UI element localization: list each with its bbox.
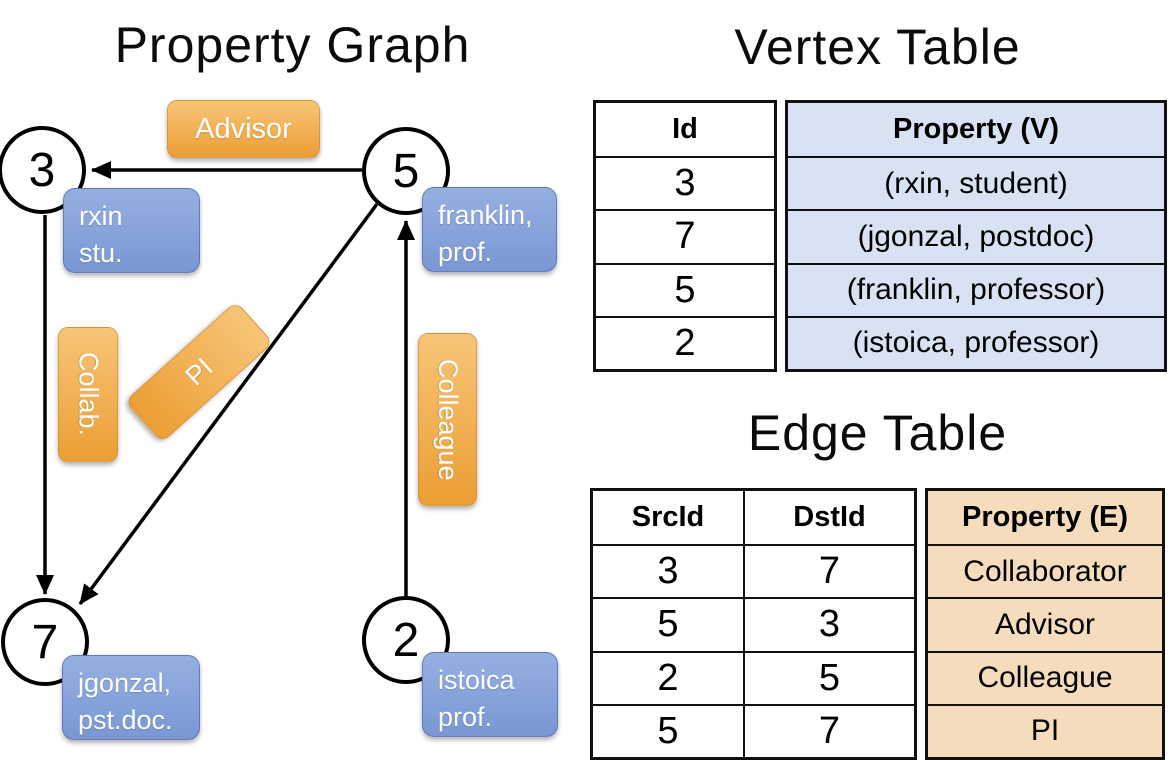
vertex-table-property-cell: (jgonzal, postdoc) [788, 209, 1164, 262]
edge-table-srcid-cell: 5 [593, 703, 743, 757]
edge-table-srcid-header: SrcId [631, 501, 705, 534]
vertex-table-id-cell: 2 [596, 315, 774, 369]
edge-table-property-cell: Colleague [928, 650, 1162, 704]
edge-table-srcid-cell: 2 [593, 650, 743, 704]
edge-table-dstid-cell: 3 [743, 597, 914, 651]
vertex-table-property-cell: (istoica, professor) [788, 315, 1164, 369]
edge-table-dstid-cell: 7 [743, 544, 914, 598]
property-graph-title: Property Graph [114, 17, 471, 73]
edge-label: Collab. [73, 352, 104, 437]
vertex-id-label: 3 [28, 143, 56, 197]
edge-label: PI [179, 351, 219, 392]
edge-label-box-collab: Collab. [58, 327, 118, 462]
edge-table-srcid-cell: 5 [593, 597, 743, 650]
vertex-table-property-cell: (franklin, professor) [788, 262, 1164, 316]
edge-label: Advisor [195, 112, 292, 145]
vertex-property-box-jgonzal: jgonzal, pst.doc. [62, 655, 200, 740]
edge-label-box-colleague: Colleague [418, 333, 477, 506]
edge-table-property-cell: Collaborator [928, 544, 1162, 597]
edge-table-title: Edge Table [747, 405, 1008, 461]
vertex-property-box-franklin: franklin, prof. [422, 187, 557, 272]
edge-table-property-column: Property (E) Collaborator Advisor Collea… [925, 488, 1165, 760]
vertex-property-box-rxin: rxin stu. [63, 188, 200, 273]
vertex-table-property-column: Property (V) (rxin, student) (jgonzal, p… [785, 100, 1167, 372]
edge-label: Colleague [433, 358, 463, 481]
vertex-id-label: 2 [392, 613, 420, 667]
edge-table-srcid-cell: 3 [593, 544, 743, 597]
vertex-id-label: 7 [31, 615, 59, 669]
vertex-table-property-cell: (rxin, student) [788, 156, 1164, 209]
vertex-circle-3: 3 [0, 126, 86, 214]
edge-table-ids-columns: SrcId DstId 3 7 5 3 2 5 5 7 [590, 488, 917, 760]
edge-table-property-header: Property (E) [962, 501, 1128, 534]
vertex-table-id-cell: 5 [596, 262, 774, 316]
edge-label-box-pi: PI [124, 301, 274, 443]
edge-table-dstid-cell: 5 [743, 650, 914, 704]
vertex-table-id-header: Id [672, 113, 698, 146]
vertex-table-id-column: Id 3 7 5 2 [593, 100, 777, 372]
vertex-circle-5: 5 [362, 127, 450, 215]
edge-table-property-cell: Advisor [928, 597, 1162, 650]
vertex-id-label: 5 [392, 144, 420, 198]
vertex-table-property-header: Property (V) [893, 113, 1059, 146]
edge-table-property-cell: PI [928, 703, 1162, 757]
vertex-table-title: Vertex Table [734, 19, 1021, 75]
edge-table-dstid-header: DstId [743, 491, 914, 545]
edge-table-dstid-cell: 7 [743, 703, 914, 757]
vertex-table-id-cell: 3 [596, 156, 774, 209]
vertex-table-id-cell: 7 [596, 209, 774, 262]
vertex-property-box-istoica: istoica prof. [422, 652, 558, 737]
edge-label-box-advisor: Advisor [167, 100, 320, 158]
